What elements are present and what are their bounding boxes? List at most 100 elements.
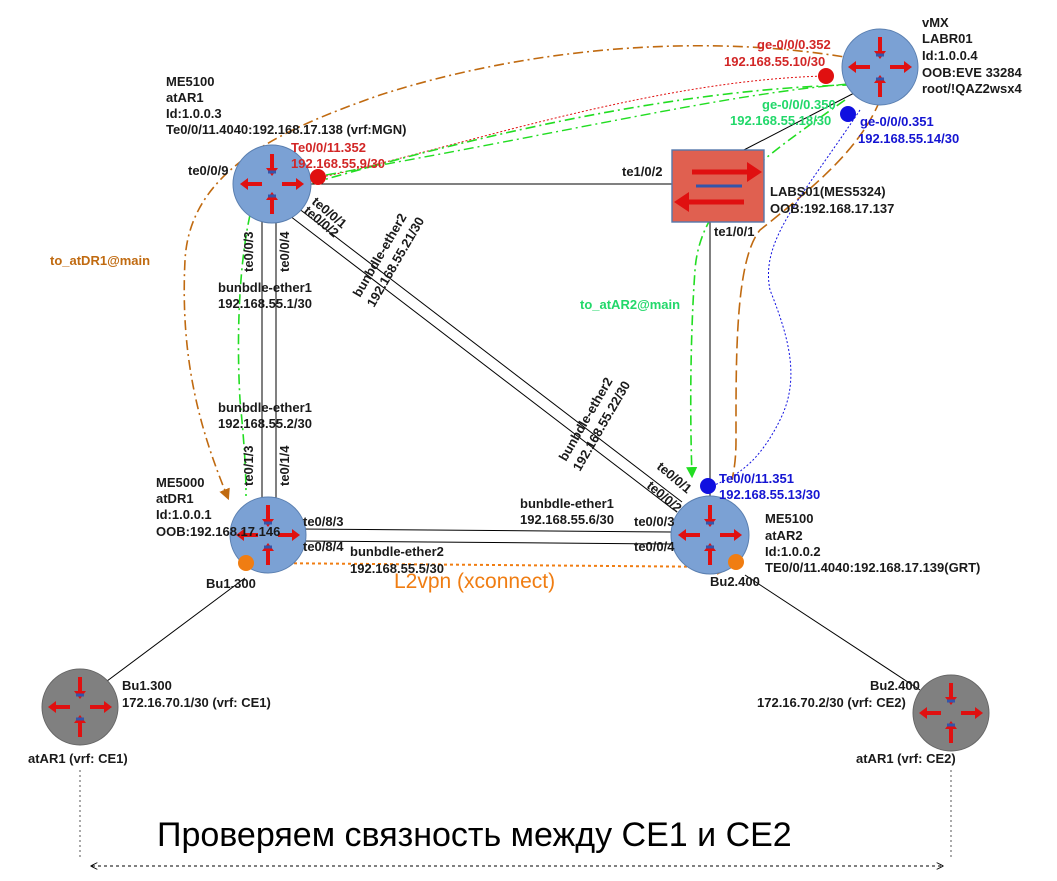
vmx-creds: root/!QAZ2wsx4 (922, 81, 1022, 96)
links (79, 89, 952, 866)
vmx-id: Id:1.0.0.4 (922, 48, 978, 63)
port-dr1-te084: te0/8/4 (303, 539, 344, 554)
link-dr1-ce1 (94, 577, 246, 691)
vmx-351-ip: 192.168.55.14/30 (858, 131, 959, 146)
vmx-name: LABR01 (922, 31, 973, 46)
ar1-mgmt: Te0/0/11.4040:192.168.17.138 (vrf:MGN) (166, 122, 406, 137)
path-label-l2vpn: L2vpn (xconnect) (394, 570, 555, 593)
path-label-to-ar2: to_atAR2@main (580, 297, 680, 312)
path-label-to-dr1: to_atDR1@main (50, 253, 150, 268)
ar1-id: Id:1.0.0.3 (166, 106, 222, 121)
ar1-dr1-bottom-ip: 192.168.55.2/30 (218, 416, 312, 431)
switch-labs01[interactable] (671, 149, 765, 223)
ar2-351-name: Te0/0/11.351 (719, 471, 794, 486)
ar2-mgmt: TE0/0/11.4040:192.168.17.139(GRT) (765, 560, 980, 575)
vmx-oob: OOB:EVE 33284 (922, 65, 1022, 80)
path-l2vpn (254, 555, 734, 575)
path-green-ar2 (686, 99, 846, 479)
path-green-ar1 (254, 84, 849, 201)
dot-vmx-352 (818, 68, 834, 84)
ar2-model: ME5100 (765, 511, 813, 526)
subif-labels: ge-0/0/0.352 192.168.55.10/30 ge-0/0/0.3… (291, 37, 959, 502)
path-brown-ar2 (731, 99, 881, 481)
ar1-352-ip: 192.168.55.9/30 (291, 156, 385, 171)
ce2-name: atAR1 (vrf: CE2) (856, 751, 956, 766)
router-ce2[interactable] (912, 674, 990, 752)
router-vmx[interactable] (841, 28, 919, 106)
label-ce2: Bu2.400 172.16.70.2/30 (vrf: CE2) atAR1 … (757, 678, 956, 766)
router-ar1[interactable] (232, 144, 312, 224)
port-dr1-bu: Bu1.300 (206, 576, 256, 591)
label-ce1: Bu1.300 172.16.70.1/30 (vrf: CE1) atAR1 … (28, 678, 271, 766)
dot-ar1-352 (310, 169, 326, 185)
link-dr1-ar2-a (299, 528, 673, 533)
vmx-model: vMX (922, 15, 949, 30)
switch-name: LABS01(MES5324) (770, 184, 886, 199)
label-dr1: ME5000 atDR1 Id:1.0.0.1 OOB:192.168.17.1… (156, 475, 280, 539)
switch-icon (674, 162, 762, 212)
label-ar1: ME5100 atAR1 Id:1.0.0.3 Te0/0/11.4040:19… (166, 74, 406, 137)
ar1-model: ME5100 (166, 74, 214, 89)
dr1-name: atDR1 (156, 491, 194, 506)
switch-oob: OOB:192.168.17.137 (770, 201, 894, 216)
port-sw-te101: te1/0/1 (714, 224, 754, 239)
port-ar1-te003: te0/0/3 (241, 232, 256, 272)
label-ar2: ME5100 atAR2 Id:1.0.0.2 TE0/0/11.4040:19… (765, 511, 980, 575)
path-blue-351 (711, 109, 861, 487)
ar2-351-ip: 192.168.55.13/30 (719, 487, 820, 502)
port-ar1-te004: te0/0/4 (277, 231, 292, 272)
label-switch: LABS01(MES5324) OOB:192.168.17.137 (770, 184, 894, 216)
ce2-iface: Bu2.400 (870, 678, 920, 693)
vmx-352-ip: 192.168.55.10/30 (724, 54, 825, 69)
path-mgn-352 (321, 75, 827, 178)
link-ar2-ce2 (744, 574, 921, 691)
ar1-name: atAR1 (166, 90, 204, 105)
port-ar1-te009: te0/0/9 (188, 163, 228, 178)
ce1-name: atAR1 (vrf: CE1) (28, 751, 128, 766)
path-green-dr1 (237, 214, 251, 497)
ce2-ip: 172.16.70.2/30 (vrf: CE2) (757, 695, 906, 710)
dot-ar2-bu (728, 554, 744, 570)
ar1-352-name: Te0/0/11.352 (291, 140, 366, 155)
dot-ar2-351 (700, 478, 716, 494)
dr1-id: Id:1.0.0.1 (156, 507, 212, 522)
ar2-name: atAR2 (765, 528, 803, 543)
port-dr1-te083: te0/8/3 (303, 514, 343, 529)
vmx-351-name: ge-0/0/0.351 (860, 114, 934, 129)
link-ar1-ar2-a (297, 207, 683, 503)
vmx-350-ip: 192.168.55.18/30 (730, 113, 831, 128)
link-dr1-ar2-b (299, 540, 673, 545)
path-green-top (319, 83, 849, 177)
port-dr1-te014: te0/1/4 (277, 445, 292, 486)
ce1-ip: 172.16.70.1/30 (vrf: CE1) (122, 695, 271, 710)
dr1-oob: OOB:192.168.17.146 (156, 524, 280, 539)
ar2-id: Id:1.0.0.2 (765, 544, 821, 559)
label-vmx: vMX LABR01 Id:1.0.0.4 OOB:EVE 33284 root… (922, 15, 1022, 96)
dr1-model: ME5000 (156, 475, 204, 490)
router-dr1[interactable] (229, 496, 307, 574)
ar1-dr1-top-ip: 192.168.55.1/30 (218, 296, 312, 311)
port-ar2-bu: Bu2.400 (710, 574, 760, 589)
path-brown-dr1 (183, 44, 863, 501)
router-ar2[interactable] (670, 495, 750, 575)
link-ar1-ar2-b (289, 215, 675, 511)
port-ar2-te004: te0/0/4 (634, 539, 675, 554)
dr1-ar2-bottom-name: bunbdle-ether2 (350, 544, 444, 559)
link-switch-vmx (739, 89, 861, 153)
logical-paths (183, 44, 881, 575)
dr1-ar2-top-name: bunbdle-ether1 (520, 496, 614, 511)
ar1-dr1-top-name: bunbdle-ether1 (218, 280, 312, 295)
dr1-ar2-bottom-ip: 192.168.55.5/30 (350, 561, 444, 576)
vmx-352-name: ge-0/0/0.352 (757, 37, 831, 52)
port-dr1-te013: te0/1/3 (241, 446, 256, 486)
ce1-iface: Bu1.300 (122, 678, 172, 693)
dot-dr1-bu (238, 555, 254, 571)
dr1-ar2-top-ip: 192.168.55.6/30 (520, 512, 614, 527)
diagram-caption: Проверяем связность между CE1 и CE2 (157, 816, 792, 854)
port-sw-te102: te1/0/2 (622, 164, 662, 179)
dot-vmx-351 (840, 106, 856, 122)
port-ar2-te003: te0/0/3 (634, 514, 674, 529)
ar1-dr1-bottom-name: bunbdle-ether1 (218, 400, 312, 415)
router-ce1[interactable] (41, 668, 119, 746)
